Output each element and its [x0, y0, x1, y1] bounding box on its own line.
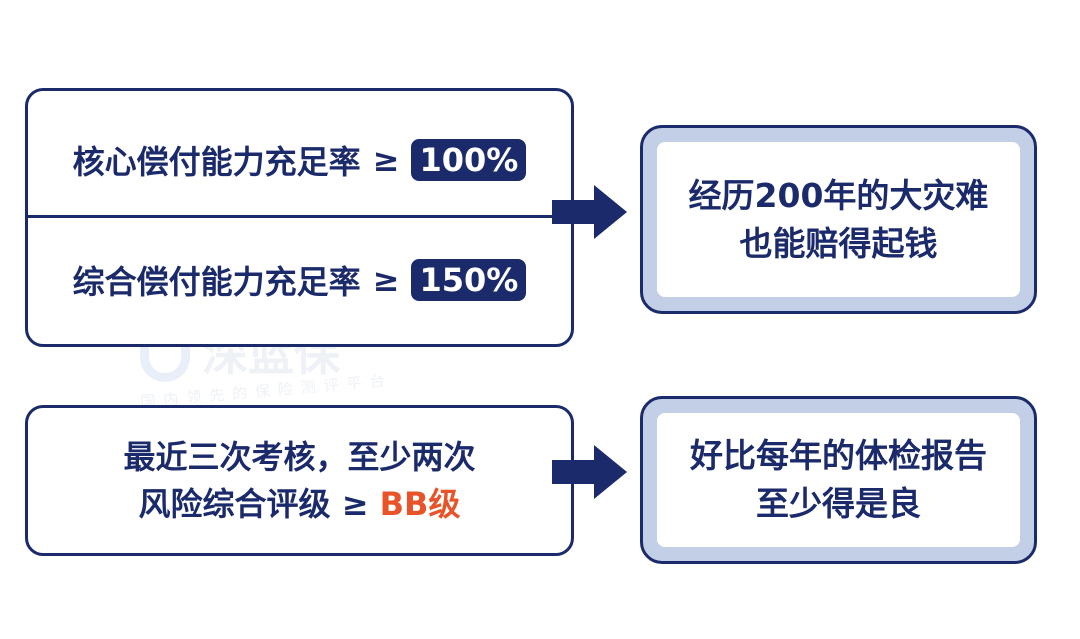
comprehensive-solvency-row: 综合偿付能力充足率 ≥ 150%	[28, 251, 571, 309]
solvency-requirements-box: 核心偿付能力充足率 ≥ 100% 综合偿付能力充足率 ≥ 150%	[25, 88, 574, 347]
arrow-right-icon	[552, 185, 627, 239]
divider	[28, 215, 571, 218]
solvency-meaning-box: 经历200年的大灾难 也能赔得起钱	[640, 125, 1037, 314]
solvency-meaning-line2: 也能赔得起钱	[739, 223, 938, 263]
gte-symbol: ≥	[372, 141, 400, 179]
core-solvency-row: 核心偿付能力充足率 ≥ 100%	[28, 131, 571, 189]
comprehensive-solvency-label: 综合偿付能力充足率	[72, 263, 361, 301]
gte-symbol: ≥	[372, 261, 400, 299]
risk-rating-highlight: BB级	[379, 484, 461, 523]
risk-rating-line1: 最近三次考核，至少两次	[123, 437, 476, 476]
risk-rating-meaning-box: 好比每年的体检报告 至少得是良	[640, 396, 1037, 564]
arrow-right-icon	[552, 445, 627, 499]
core-solvency-value: 100%	[411, 139, 527, 181]
comprehensive-solvency-value: 150%	[411, 259, 527, 301]
core-solvency-label: 核心偿付能力充足率	[72, 143, 361, 181]
risk-rating-line2: 风险综合评级 ≥ BB级	[139, 481, 461, 528]
risk-rating-box: 最近三次考核，至少两次 风险综合评级 ≥ BB级	[25, 405, 574, 556]
risk-rating-meaning-line2: 至少得是良	[756, 484, 921, 523]
risk-rating-prefix: 风险综合评级 ≥	[138, 484, 380, 523]
solvency-meaning-line1: 经历200年的大灾难	[688, 175, 989, 215]
risk-rating-meaning-line1: 好比每年的体检报告	[690, 436, 987, 475]
